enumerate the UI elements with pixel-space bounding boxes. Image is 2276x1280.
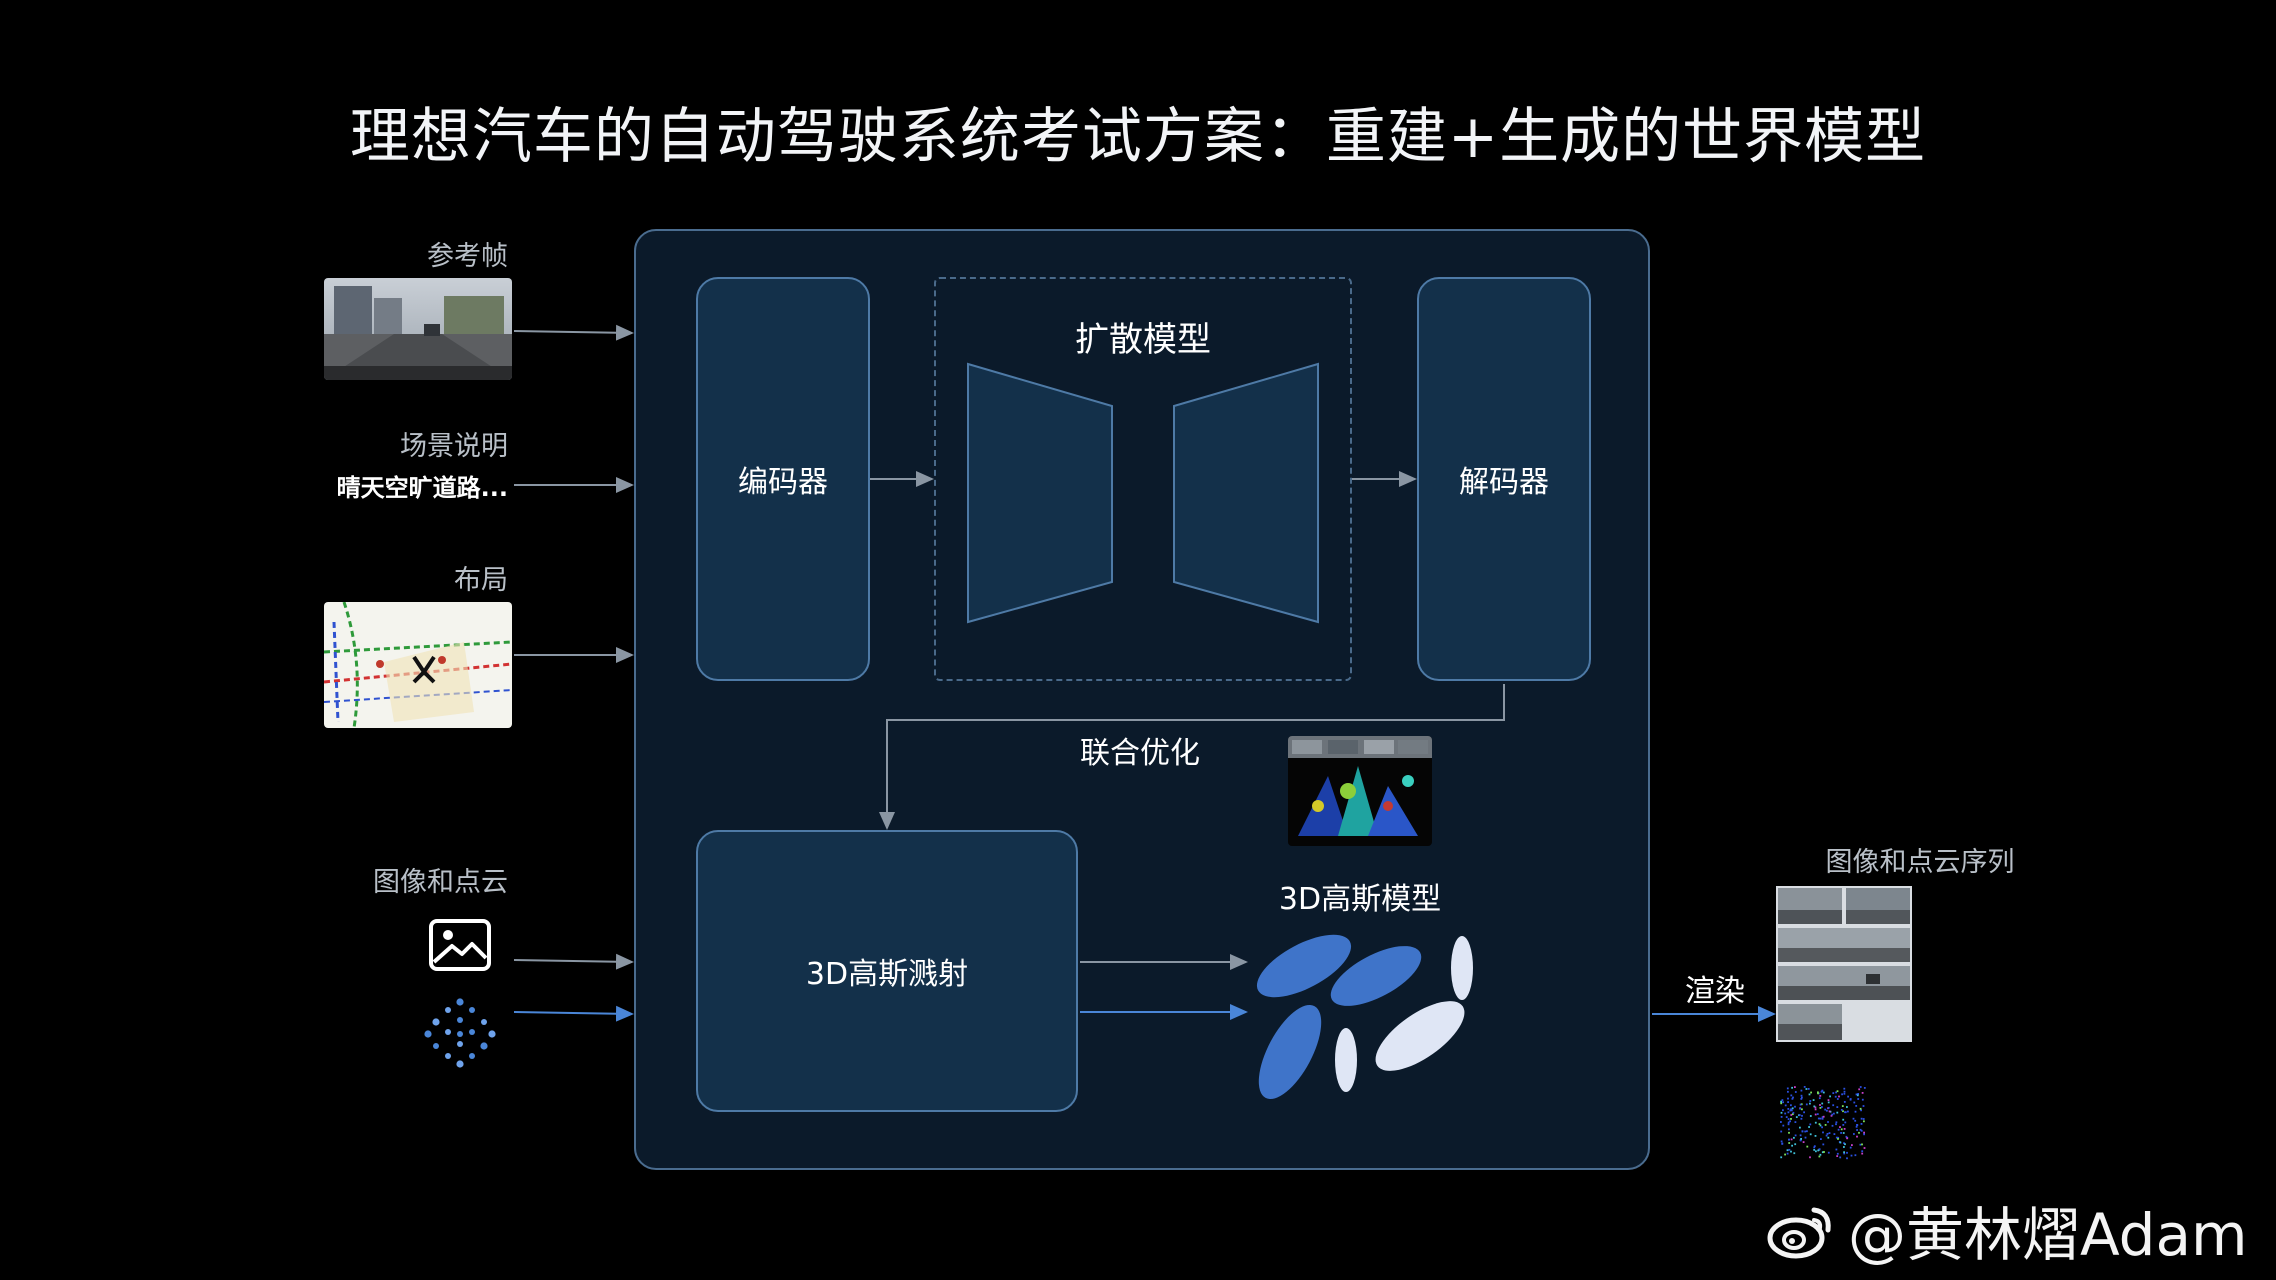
gaussian-splatting-module: 3D高斯溅射	[696, 830, 1078, 1112]
gaussian-model-label: 3D高斯模型	[1278, 882, 1442, 917]
gaussian-splatting-label: 3D高斯溅射	[805, 957, 969, 992]
decoder-module: 解码器	[1417, 277, 1591, 681]
decoder-label: 解码器	[1459, 465, 1549, 500]
point-cloud-icon	[420, 996, 500, 1070]
diffusion-model-box	[934, 277, 1352, 681]
reference-frame-label: 参考帧	[427, 241, 508, 272]
encoder-module: 编码器	[696, 277, 870, 681]
scene-description-label: 场景说明	[400, 431, 508, 462]
output-image-sequence	[1776, 886, 1912, 1042]
weibo-icon	[1767, 1207, 1831, 1259]
page-title: 理想汽车的自动驾驶系统考试方案：重建+生成的世界模型	[349, 102, 1927, 172]
sequence-label: 图像和点云序列	[1825, 847, 2015, 878]
diffusion-label: 扩散模型	[1075, 320, 1211, 360]
output-point-cloud-image	[1772, 1066, 1872, 1162]
scene-description-text: 晴天空旷道路...	[336, 474, 508, 502]
render-label: 渲染	[1685, 974, 1745, 1009]
reference-frame-image	[324, 278, 512, 380]
joint-optimization-label: 联合优化	[1080, 736, 1200, 771]
encoder-label: 编码器	[738, 465, 828, 500]
layout-label: 布局	[454, 565, 508, 596]
arrow-reference-frame	[513, 324, 634, 341]
image-icon	[428, 918, 492, 972]
layout-image	[324, 602, 512, 728]
watermark-text: @黄林熠Adam	[1848, 1201, 2248, 1269]
image-pointcloud-label: 图像和点云	[373, 867, 508, 898]
arrow-pointcloud-input	[513, 1005, 634, 1022]
watermark: @黄林熠Adam	[1766, 1188, 2266, 1272]
gaussian-sample-image	[1288, 736, 1432, 846]
arrow-image-input	[513, 953, 634, 970]
